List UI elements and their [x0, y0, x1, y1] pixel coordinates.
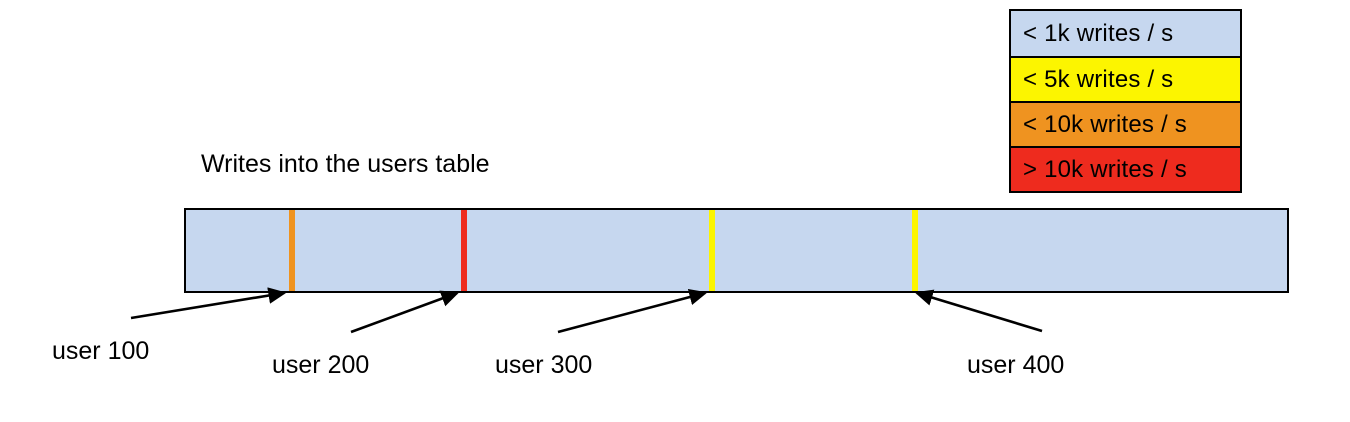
label-user-400: user 400 [967, 351, 1065, 379]
write-rate-legend: < 1k writes / s < 5k writes / s < 10k wr… [1009, 9, 1242, 193]
legend-row-lt-5k: < 5k writes / s [1011, 56, 1240, 101]
arrow-user-400 [914, 289, 1043, 333]
label-user-200: user 200 [272, 351, 370, 379]
marker-user-100 [289, 210, 295, 291]
label-user-300: user 300 [495, 351, 593, 379]
users-table-keyspace-bar [184, 208, 1289, 293]
legend-label-gt-10k: > 10k writes / s [1023, 155, 1187, 183]
label-user-100: user 100 [52, 337, 150, 365]
marker-user-400 [912, 210, 918, 291]
marker-user-300 [709, 210, 715, 291]
chart-title: Writes into the users table [201, 150, 490, 178]
arrow-user-100 [130, 287, 287, 320]
legend-row-lt-1k: < 1k writes / s [1011, 11, 1240, 56]
legend-row-lt-10k: < 10k writes / s [1011, 101, 1240, 146]
legend-label-lt-5k: < 5k writes / s [1023, 65, 1174, 93]
legend-label-lt-1k: < 1k writes / s [1023, 19, 1174, 47]
marker-user-200 [461, 210, 467, 291]
legend-label-lt-10k: < 10k writes / s [1023, 110, 1187, 138]
arrow-user-300 [557, 288, 708, 334]
legend-row-gt-10k: > 10k writes / s [1011, 146, 1240, 191]
arrow-user-200 [350, 290, 460, 334]
